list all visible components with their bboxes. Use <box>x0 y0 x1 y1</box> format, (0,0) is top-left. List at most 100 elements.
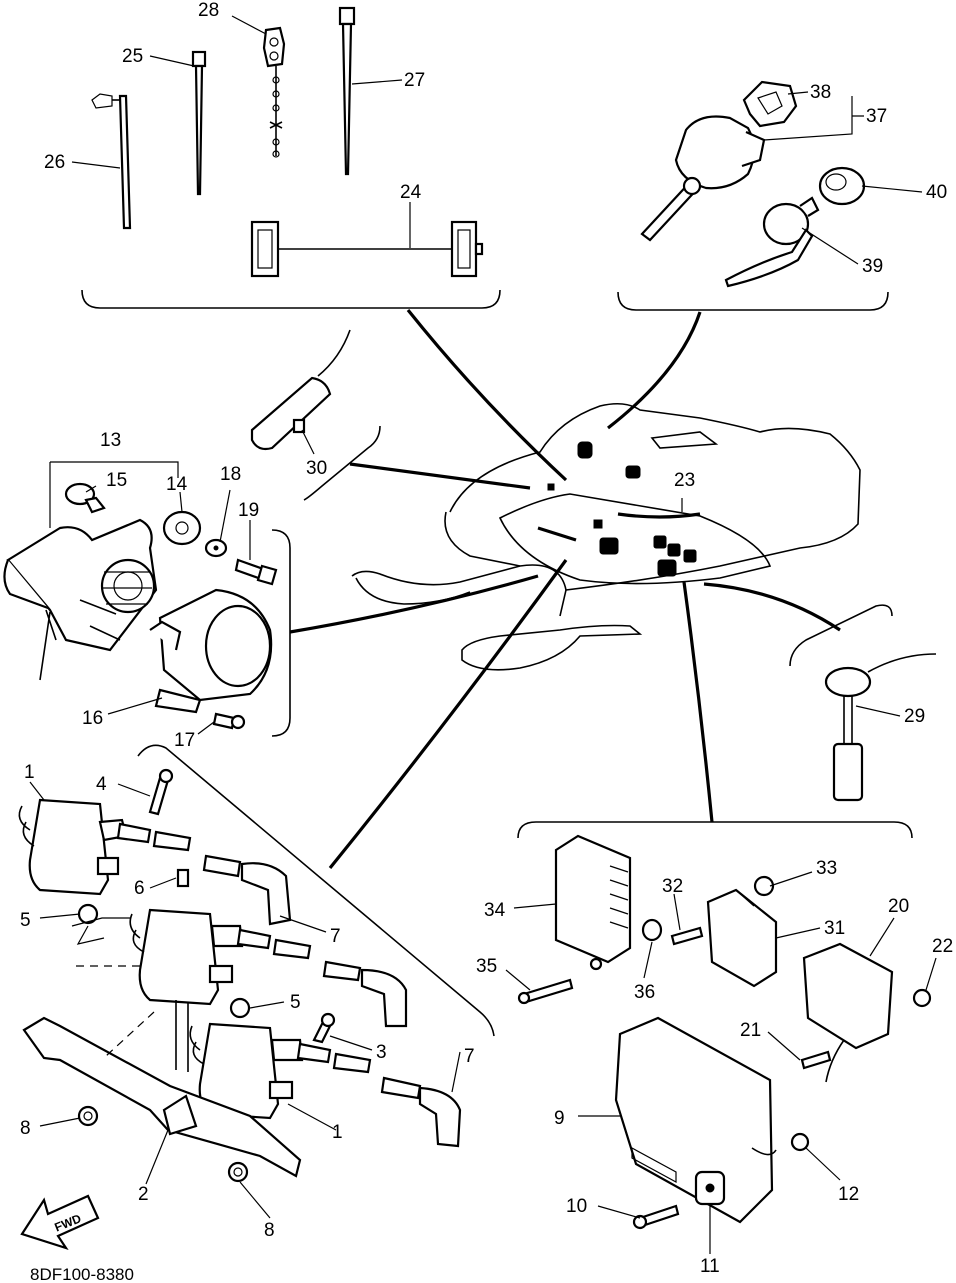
label-28: 28 <box>198 0 219 21</box>
label-24: 24 <box>400 182 422 203</box>
label-20: 20 <box>888 896 909 917</box>
nut-33 <box>753 875 775 897</box>
ignition-coil-middle <box>129 908 244 1072</box>
nut-12 <box>790 1132 810 1152</box>
label-30: 30 <box>306 458 327 479</box>
brush-15 <box>64 482 106 514</box>
relay-31 <box>706 888 778 988</box>
leader-29 <box>703 582 841 632</box>
ignition-coil-upper <box>18 798 128 896</box>
lanyard-switch-39 <box>724 196 820 288</box>
cable-tie-27 <box>338 6 356 176</box>
sensor-29 <box>824 653 937 802</box>
bolt-32 <box>670 926 704 946</box>
label-6: 6 <box>134 878 145 899</box>
label-33: 33 <box>816 858 837 879</box>
label-4: 4 <box>96 774 107 795</box>
label-11: 11 <box>700 1256 720 1277</box>
plug-cap-middle <box>236 928 408 1028</box>
nut-8-bottom <box>227 1161 249 1183</box>
coil-bracket-2 <box>22 1016 302 1178</box>
plug-cap-lower <box>296 1042 462 1148</box>
bolt-3 <box>312 1012 336 1044</box>
label-29: 29 <box>904 706 925 727</box>
ignition-group-bracket <box>137 744 495 1037</box>
label-16: 16 <box>82 708 103 729</box>
label-22: 22 <box>932 936 953 957</box>
label-17: 17 <box>174 730 195 751</box>
label-7-upper: 7 <box>330 926 341 947</box>
clamp-28 <box>262 26 286 158</box>
cable-tie-25 <box>191 50 207 196</box>
cdi-unit-20 <box>802 942 894 1083</box>
label-35: 35 <box>476 956 497 977</box>
label-36: 36 <box>634 982 655 1003</box>
fwd-arrow-icon: FWD <box>20 1194 100 1250</box>
label-21: 21 <box>740 1020 761 1041</box>
nut-22 <box>912 988 932 1008</box>
rectifier-34 <box>554 834 632 971</box>
label-31: 31 <box>824 918 845 939</box>
label-8-left: 8 <box>20 1118 31 1139</box>
label-10: 10 <box>566 1196 587 1217</box>
spacer-14 <box>162 510 202 546</box>
label-14: 14 <box>166 474 188 495</box>
label-3: 3 <box>376 1042 387 1063</box>
label-2: 2 <box>138 1184 149 1205</box>
bolt-4 <box>148 768 174 816</box>
label-26: 26 <box>44 152 65 173</box>
wire-harness-24 <box>250 220 484 278</box>
starter-group-bracket <box>271 529 291 737</box>
clamp-6 <box>176 868 190 888</box>
key-38 <box>742 80 798 128</box>
bolt-21 <box>800 1050 832 1070</box>
main-switch-37 <box>640 115 766 242</box>
label-37: 37 <box>866 106 887 127</box>
damper-11 <box>694 1170 726 1206</box>
washer-18 <box>204 538 228 558</box>
part-number-labels: 28 25 27 26 24 38 37 40 39 13 15 14 18 1… <box>20 0 953 1277</box>
leader-starter <box>289 574 539 634</box>
label-13: 13 <box>100 430 121 451</box>
snowmobile-outline <box>351 402 861 671</box>
electrical-group-bracket <box>517 821 913 839</box>
label-15: 15 <box>106 470 127 491</box>
starter-motor <box>3 518 273 714</box>
label-8-bottom: 8 <box>264 1220 275 1241</box>
bolt-35 <box>517 978 574 1005</box>
label-5-lower: 5 <box>290 992 301 1013</box>
label-19: 19 <box>238 500 259 521</box>
label-9: 9 <box>554 1108 565 1129</box>
label-1-upper: 1 <box>24 762 35 783</box>
cable-tie-26 <box>91 93 132 230</box>
top-right-group-bracket <box>617 291 889 311</box>
bolt-19 <box>234 558 278 586</box>
label-leaders <box>29 15 937 1254</box>
label-38: 38 <box>810 82 831 103</box>
label-7-lower: 7 <box>464 1046 475 1067</box>
engine-control-unit-9 <box>614 1016 777 1224</box>
label-18: 18 <box>220 464 241 485</box>
label-25: 25 <box>122 46 143 67</box>
label-40: 40 <box>926 182 947 203</box>
label-1-lower: 1 <box>332 1122 343 1143</box>
nut-8-left <box>77 1105 99 1127</box>
label-34: 34 <box>484 900 506 921</box>
leader-top-right <box>607 311 702 430</box>
label-12: 12 <box>838 1184 859 1205</box>
plug-cap-upper <box>116 822 292 926</box>
bracket-29 <box>789 604 893 667</box>
bracket-30 <box>303 425 381 501</box>
cap-5-lower <box>229 997 251 1019</box>
label-39: 39 <box>862 256 883 277</box>
bolt-17 <box>212 712 246 730</box>
condenser-30 <box>250 329 351 451</box>
leader-electrical <box>682 581 714 823</box>
label-5-upper: 5 <box>20 910 31 931</box>
collar-36 <box>641 918 663 942</box>
leader-ignition <box>328 559 568 870</box>
bolt-10 <box>632 1204 680 1230</box>
leader-30 <box>349 462 531 490</box>
